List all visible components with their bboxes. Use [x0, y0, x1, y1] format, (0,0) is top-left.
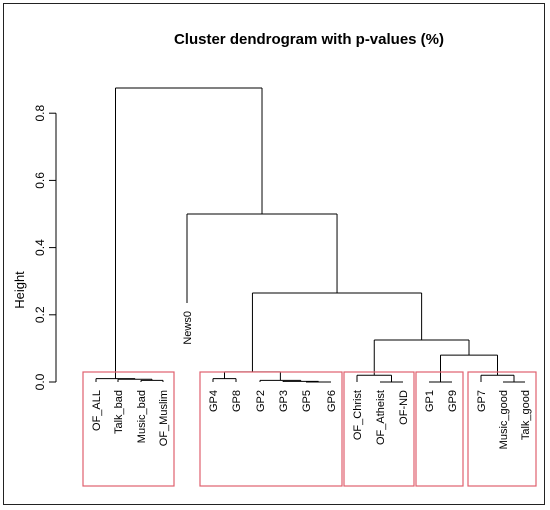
- y-tick-label: 0.2: [33, 306, 47, 323]
- dendrogram-tree: [95, 87, 525, 383]
- dendrogram-plot: Cluster dendrogram with p-values (%) Hei…: [12, 31, 537, 487]
- y-tick-label: 0.8: [33, 105, 47, 122]
- y-tick-label: 0.6: [33, 172, 47, 189]
- cluster-box-4: [415, 371, 464, 487]
- leaf-label-gp4: GP4: [208, 390, 220, 412]
- leaf-label-of-atheist: OF_Atheist: [375, 390, 387, 445]
- leaf-label-gp1: GP1: [424, 390, 436, 412]
- y-tick-label: 0.4: [33, 239, 47, 256]
- cluster-box-5: [467, 371, 537, 487]
- leaf-label-music-good: Music_good: [498, 390, 510, 449]
- leaf-label-gp7: GP7: [476, 390, 488, 412]
- y-tick-label: 0.0: [33, 373, 47, 390]
- leaf-label-gp9: GP9: [447, 390, 459, 412]
- leaf-label-gp8: GP8: [231, 390, 243, 412]
- leaf-label-gp5: GP5: [301, 390, 313, 412]
- leaf-label-talk-bad: Talk_bad: [113, 390, 125, 434]
- y-axis-label: Height: [12, 271, 27, 309]
- y-axis: 0.0 0.2 0.4 0.6 0.8: [33, 105, 57, 390]
- leaf-label-gp6: GP6: [326, 390, 338, 412]
- chart-title: Cluster dendrogram with p-values (%): [174, 31, 444, 48]
- cluster-boxes: [82, 371, 537, 487]
- leaf-label-gp3: GP3: [278, 390, 290, 412]
- leaf-label-of-all: OF_ALL: [91, 390, 103, 431]
- chart-frame: Cluster dendrogram with p-values (%) Hei…: [3, 3, 545, 505]
- cluster-box-2: [199, 371, 343, 487]
- cluster-box-3: [343, 371, 415, 487]
- leaf-label-music-bad: Music_bad: [136, 390, 148, 443]
- cluster-box-1: [82, 371, 175, 487]
- leaf-label-gp2: GP2: [255, 390, 267, 412]
- leaf-label-talk-good: Talk_good: [520, 390, 532, 440]
- leaf-labels: OF_ALL Talk_bad Music_bad OF_Muslim News0GP4…: [91, 311, 532, 449]
- leaf-label-news0: News0: [182, 311, 194, 345]
- leaf-label-of-nd: OF-ND: [398, 390, 410, 425]
- leaf-label-of-muslim: OF_Muslim: [158, 390, 170, 446]
- leaf-label-of-christ: OF_Christ: [352, 390, 364, 440]
